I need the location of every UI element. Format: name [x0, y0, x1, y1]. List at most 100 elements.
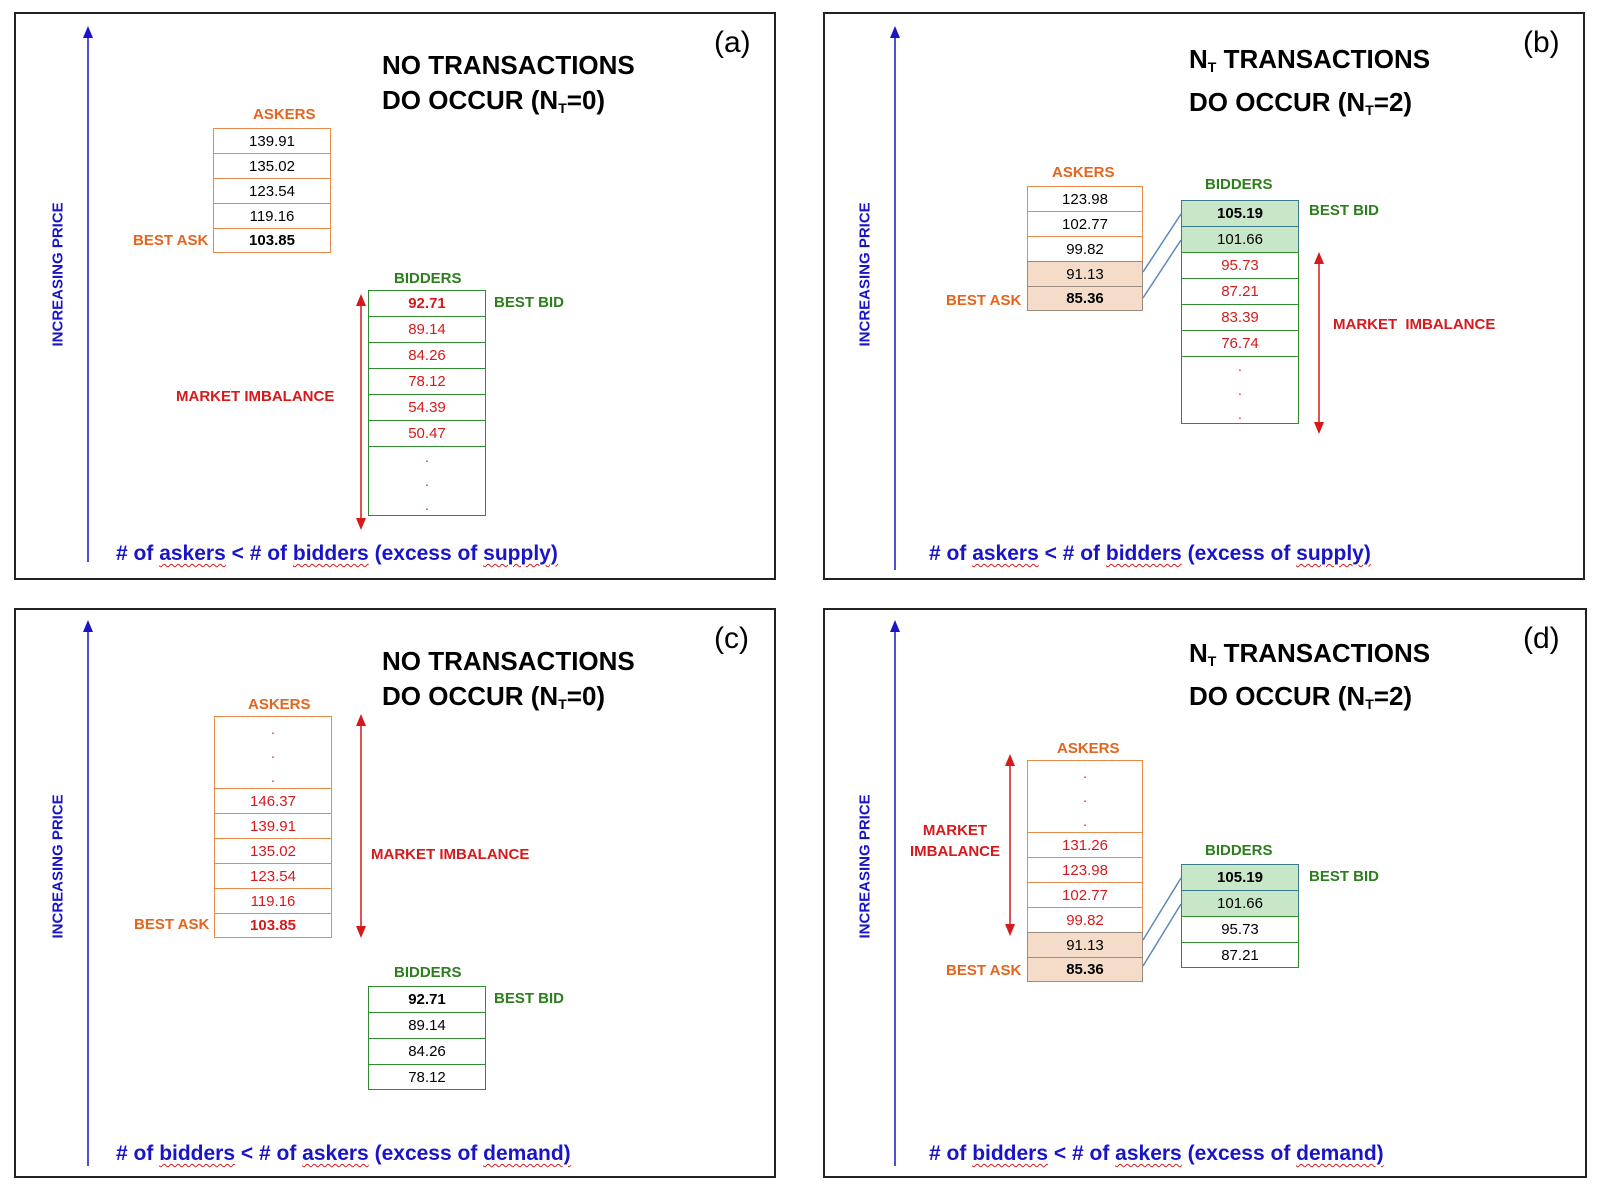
bid-cell: 54.39 — [368, 394, 486, 420]
ask-stack: ... 146.37 139.91 135.02 123.54 119.16 1… — [214, 716, 332, 938]
bidders-label: BIDDERS — [1205, 842, 1273, 859]
market-imbalance-label: MARKET IMBALANCE — [910, 822, 1000, 860]
imbalance-arrow-bottom — [1314, 422, 1324, 434]
bidders-label: BIDDERS — [1205, 176, 1273, 193]
price-axis-arrowhead — [83, 26, 93, 38]
match-line — [1142, 877, 1182, 941]
ask-cell: 146.37 — [214, 788, 332, 813]
best-bid-label: BEST BID — [1309, 868, 1380, 885]
panel-footer: # of bidders < # of askers (excess of de… — [929, 1142, 1384, 1165]
ask-cell: 139.91 — [213, 128, 331, 153]
ask-cell: 131.26 — [1027, 832, 1143, 857]
match-line — [1142, 903, 1182, 967]
ask-cell: 119.16 — [213, 203, 331, 228]
bid-cell: 84.26 — [368, 342, 486, 368]
ask-cell: 135.02 — [213, 153, 331, 178]
match-line — [1142, 239, 1182, 299]
bid-stack: 105.19 101.66 95.73 87.21 — [1181, 864, 1299, 968]
panel-label: (a) — [714, 26, 751, 59]
ask-cell: 135.02 — [214, 838, 332, 863]
bid-cell: 50.47 — [368, 420, 486, 446]
matched-bid-cell: 101.66 — [1181, 890, 1299, 916]
panel-title: NT TRANSACTIONS DO OCCUR (NT=2) — [1189, 44, 1431, 118]
best-ask-cell: 103.85 — [214, 913, 332, 938]
imbalance-arrow-bottom — [356, 926, 366, 938]
bid-stack: 105.19 101.66 95.73 87.21 83.39 76.74 ..… — [1181, 200, 1299, 424]
best-ask-cell: 85.36 — [1027, 286, 1143, 311]
askers-label: ASKERS — [1057, 740, 1120, 757]
best-bid-label: BEST BID — [494, 990, 565, 1007]
best-bid-cell: 92.71 — [368, 290, 486, 316]
bid-cell: 83.39 — [1181, 304, 1299, 330]
imbalance-arrow-top — [356, 294, 366, 306]
imbalance-arrow-top — [356, 714, 366, 726]
askers-label: ASKERS — [253, 106, 316, 123]
bid-cell: 95.73 — [1181, 252, 1299, 278]
bid-cell: 87.21 — [1181, 278, 1299, 304]
bid-ellipsis: ... — [368, 446, 486, 516]
price-axis-arrowhead — [890, 620, 900, 632]
ask-cell: 123.54 — [214, 863, 332, 888]
bid-cell: 95.73 — [1181, 916, 1299, 942]
bid-stack: 92.71 89.14 84.26 78.12 54.39 50.47 ... — [368, 290, 486, 516]
ask-ellipsis: ... — [214, 716, 332, 788]
bidders-label: BIDDERS — [394, 270, 462, 287]
best-bid-cell: 105.19 — [1181, 200, 1299, 226]
panel-footer: # of askers < # of bidders (excess of su… — [929, 542, 1371, 565]
imbalance-arrow-top — [1314, 252, 1324, 264]
panel-label: (d) — [1523, 622, 1560, 655]
panel-footer: # of askers < # of bidders (excess of su… — [116, 542, 558, 565]
panel-a: INCREASING PRICE (a) NO TRANSACTIONS DO … — [14, 12, 776, 580]
panel-footer: # of bidders < # of askers (excess of de… — [116, 1142, 571, 1165]
bid-cell: 89.14 — [368, 316, 486, 342]
best-ask-label: BEST ASK — [134, 916, 210, 933]
ask-cell: 99.82 — [1027, 236, 1143, 261]
imbalance-arrow-bottom — [1005, 924, 1015, 936]
ask-stack: 139.91 135.02 123.54 119.16 103.85 — [213, 128, 331, 253]
y-axis-label: INCREASING PRICE — [49, 202, 67, 347]
y-axis-label: INCREASING PRICE — [856, 794, 874, 939]
bid-cell: 78.12 — [368, 1064, 486, 1090]
best-bid-label: BEST BID — [494, 294, 565, 311]
imbalance-arrow-top — [1005, 754, 1015, 766]
bidders-label: BIDDERS — [394, 964, 462, 981]
imbalance-arrow-bottom — [356, 518, 366, 530]
askers-label: ASKERS — [248, 696, 311, 713]
ask-cell: 99.82 — [1027, 907, 1143, 932]
y-axis-label: INCREASING PRICE — [856, 202, 874, 347]
ask-stack: 123.98 102.77 99.82 91.13 85.36 — [1027, 186, 1143, 311]
panel-label: (b) — [1523, 26, 1560, 59]
best-ask-label: BEST ASK — [133, 232, 209, 249]
matched-ask-cell: 91.13 — [1027, 932, 1143, 957]
price-axis-arrowhead — [83, 620, 93, 632]
best-bid-cell: 105.19 — [1181, 864, 1299, 890]
bid-cell: 87.21 — [1181, 942, 1299, 968]
bid-cell: 84.26 — [368, 1038, 486, 1064]
match-line — [1142, 213, 1182, 273]
ask-cell: 123.98 — [1027, 186, 1143, 211]
panel-title: NO TRANSACTIONS DO OCCUR (NT=0) — [382, 50, 635, 116]
market-imbalance-label: MARKET IMBALANCE — [371, 846, 530, 863]
panel-title: NT TRANSACTIONS DO OCCUR (NT=2) — [1189, 638, 1431, 712]
market-imbalance-label: MARKET IMBALANCE — [176, 388, 335, 405]
best-bid-cell: 92.71 — [368, 986, 486, 1012]
ask-cell: 102.77 — [1027, 211, 1143, 236]
ask-cell: 139.91 — [214, 813, 332, 838]
y-axis-label: INCREASING PRICE — [49, 794, 67, 939]
ask-cell: 123.54 — [213, 178, 331, 203]
bid-cell: 76.74 — [1181, 330, 1299, 356]
bid-stack: 92.71 89.14 84.26 78.12 — [368, 986, 486, 1090]
ask-stack: ... 131.26 123.98 102.77 99.82 91.13 85.… — [1027, 760, 1143, 982]
ask-cell: 102.77 — [1027, 882, 1143, 907]
market-imbalance-label: MARKET IMBALANCE — [1333, 316, 1496, 333]
panel-label: (c) — [714, 622, 749, 655]
ask-cell: 123.98 — [1027, 857, 1143, 882]
panel-title: NO TRANSACTIONS DO OCCUR (NT=0) — [382, 646, 635, 712]
ask-cell: 119.16 — [214, 888, 332, 913]
best-ask-label: BEST ASK — [946, 292, 1022, 309]
best-ask-cell: 103.85 — [213, 228, 331, 253]
ask-ellipsis: ... — [1027, 760, 1143, 832]
best-ask-cell: 85.36 — [1027, 957, 1143, 982]
best-ask-label: BEST ASK — [946, 962, 1022, 979]
matched-bid-cell: 101.66 — [1181, 226, 1299, 252]
